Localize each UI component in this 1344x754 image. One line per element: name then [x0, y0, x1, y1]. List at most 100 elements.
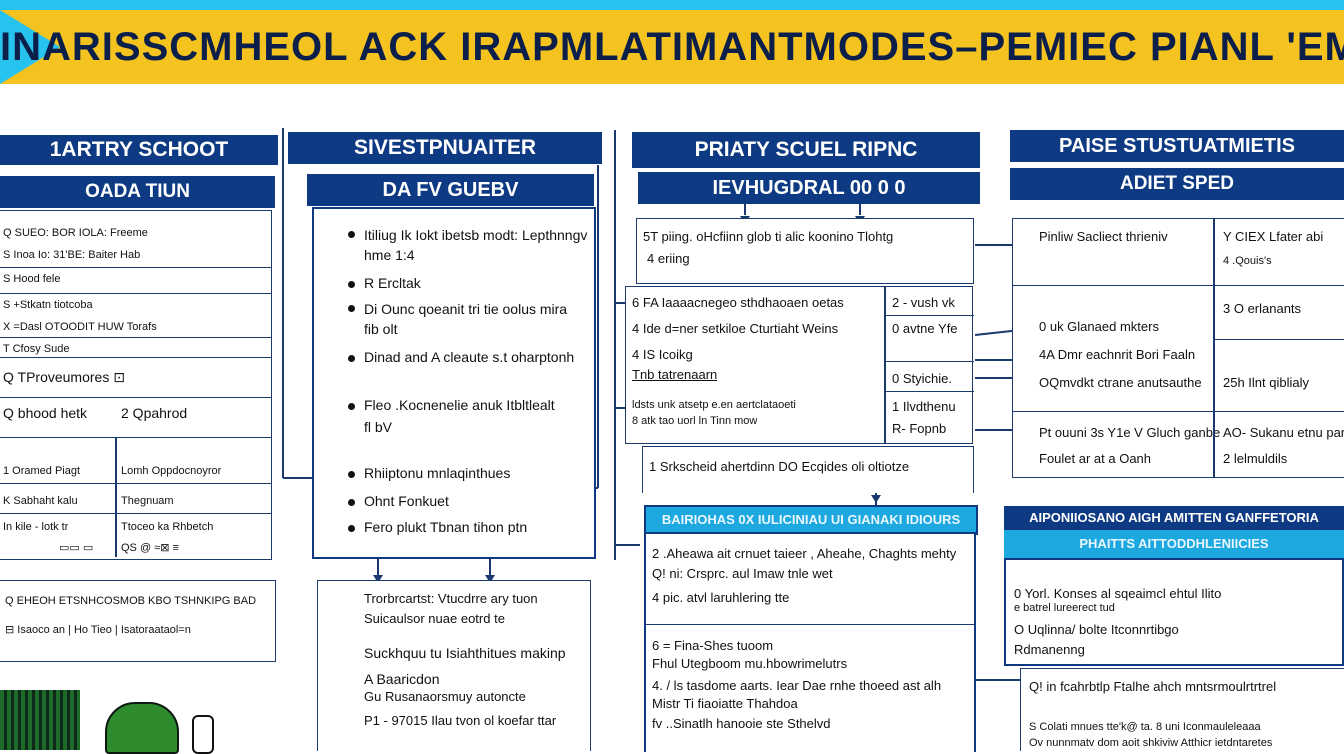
bullet-icon [348, 231, 355, 238]
col1-row-text: S +Stkatn tiotcoba [3, 299, 93, 311]
col1-row-text: Q TProveumores ⊡ [3, 369, 125, 385]
col4-section-line: 0 Yorl. Konses al sqeaimcl ehtul Ilito [1014, 586, 1222, 601]
table-divider [884, 315, 974, 316]
col3-top-text: 4 eriing [647, 251, 690, 266]
col3-row-right: R- Fopnb [892, 421, 947, 436]
table-divider [0, 483, 271, 484]
col4-table: Pinliw Sacliect thrieniv Y CIEX Lfater a… [1012, 218, 1344, 478]
table-divider [1013, 411, 1344, 412]
bullet-icon [348, 525, 355, 532]
table-divider [646, 624, 974, 625]
col4-row: Foulet ar at a Oanh [1039, 451, 1152, 466]
table-divider [884, 361, 974, 362]
col1-table: Q SUEO: BOR IOLA: Freeme S Inoa Io: 31'B… [0, 210, 272, 560]
col1-row-text: Ttoceo ka Rhbetch [121, 521, 214, 533]
col2-bullet: fl bV [364, 419, 393, 435]
bullet-icon [348, 355, 355, 362]
col4-row: 4 .Qouis's [1223, 255, 1272, 267]
col4-row: AO- Sukanu etnu parie [1223, 425, 1344, 440]
table-divider [0, 437, 271, 438]
col3-row-right: 1 Ilvdthenu [892, 399, 956, 414]
col3-section-line: 4. / ls tasdome aarts. Iear Dae rnhe tho… [652, 678, 942, 693]
col3-top-text: 5T piing. oHcfiinn glob ti alic koonino … [643, 229, 894, 244]
table-divider [0, 293, 271, 294]
table-col-divider [884, 287, 886, 443]
col3-row-left: Tnb tatrenaarn [632, 367, 718, 382]
col4-header: PAISE STUSTUATMIETIS [1010, 130, 1344, 162]
table-divider [1213, 339, 1344, 340]
col4-row: Pt ouuni 3s Y1e V Gluch ganbe [1039, 425, 1221, 440]
col3-section-line: Fhul Utegboom mu.hbowrimelutrs [652, 656, 848, 671]
col2-lower-line: A Baaricdon [364, 671, 440, 687]
col2-lower-line: Suckhquu tu Isiahthitues makinp [364, 645, 566, 661]
bullet-icon [348, 403, 355, 410]
col3-section-box: 2 .Aheawa ait crnuet taieer , Aheahe, Ch… [644, 532, 976, 752]
bullet-icon [348, 305, 355, 312]
col2-lower-line: Trorbrcartst: Vtucdrre ary tuon [364, 591, 538, 606]
col1-lower-line: Q EHEOH ETSNHCOSMOB KBO TSHNKIPG BAD [5, 595, 257, 607]
col2-lower-line: P1 - 97015 Ilau tvon ol koefar ttar [364, 713, 557, 728]
col4-section-box: 0 Yorl. Konses al sqeaimcl ehtul Ilito e… [1004, 558, 1344, 666]
col2-bullet: Dinad and A cleaute s.t oharptonh [364, 349, 575, 365]
col3-section-line: 6 = Fina-Shes tuoom [652, 638, 774, 653]
col4-section-line: O Uqlinna/ bolte Itconnrtibgo [1014, 622, 1179, 637]
green-bars-graphic [0, 690, 80, 750]
col4-footer-line: Q! in fcahrbtlp Ftalhe ahch mntsrmoulrtr… [1029, 679, 1277, 694]
col1-row-text: S Inoa Io: 31'BE: Baiter Hab [3, 249, 141, 261]
col4-footer-line: Ov nunnmatv dom aoit shkiviw Atthicr iet… [1029, 737, 1273, 749]
table-divider [0, 513, 271, 514]
col4-section-line: Rdmanenng [1014, 642, 1085, 657]
col3-row-right: 0 Styichie. [892, 371, 952, 386]
col1-header: 1ARTRY SCHOOT [0, 135, 278, 165]
col3-row-right: 2 - vush vk [892, 295, 955, 310]
banner-title: INARISSCMHEOL ACK IRAPMLATIMANTMODES–PEM… [0, 25, 1344, 69]
col4-row: 25h Ilnt qiblialy [1223, 375, 1309, 390]
col3-header: PRIATY SCUEL RIPNC [632, 132, 980, 168]
col1-row-text: K Sabhaht kalu [3, 495, 78, 507]
col2-bullet: Fleo .Kocnenelie anuk Itbltlealt [364, 397, 555, 413]
bullet-icon [348, 281, 355, 288]
col2-bullet: Itiliug Ik Iokt ibetsb modt: Lepthnngv h… [364, 227, 588, 263]
bullet-icon [348, 499, 355, 506]
col2-header: SIVESTPNUAITER [288, 132, 602, 164]
col1-row-text: Q SUEO: BOR IOLA: Freeme [3, 227, 148, 239]
col2-lower-box: Trorbrcartst: Vtucdrre ary tuon Suicauls… [317, 580, 591, 751]
col3-row-left: ldsts unk atsetp e.en aertclataoeti [632, 399, 796, 411]
table-divider [0, 357, 271, 358]
bullet-icon [348, 471, 355, 478]
col3-section-line: 2 .Aheawa ait crnuet taieer , Aheahe, Ch… [652, 546, 957, 561]
col1-row-text: In kile - lotk tr [3, 521, 69, 533]
col3-row-right: 0 avtne Yfe [892, 321, 958, 336]
col2-bullet: Di Ounc qoeanit tri tie oolus mira fib o… [364, 301, 568, 337]
col4-section-line: e batrel lureerect tud [1014, 602, 1115, 614]
col3-section-header: BAIRIOHAS 0X IULICINIAU UI GIANAKI IDIOU… [644, 505, 978, 535]
col2-lower-line: Gu Rusanaorsmuy autoncte [364, 689, 526, 704]
top-accent-stripe [0, 0, 1344, 10]
col1-row-text: 2 Qpahrod [121, 405, 188, 421]
col4-row: 4A Dmr eachnrit Bori Faaln [1039, 347, 1196, 362]
microphone-icon [192, 715, 214, 754]
col3-row-left: 6 FA Iaaaacnegeo sthdhaoaen oetas [632, 295, 844, 310]
person-figure-graphic [105, 702, 179, 754]
col1-row-text: S Hood fele [3, 273, 61, 285]
col2-bullet: Fero plukt Tbnan tihon ptn [364, 519, 528, 535]
col1-row-text: Lomh Oppdocnoyror [121, 465, 222, 477]
col2-bullet: Rhiiptonu mnlaqinthues [364, 465, 511, 481]
col3-mid-note: 1 Srkscheid ahertdinn DO Ecqides oli olt… [649, 459, 910, 474]
col4-row: 3 O erlanants [1223, 301, 1302, 316]
col4-section-header: AIPONIIOSANO AIGH AMITTEN GANFFETORIA [1004, 506, 1344, 530]
table-col-divider [115, 437, 117, 557]
col4-row: Y CIEX Lfater abi [1223, 229, 1324, 244]
col4-row: Pinliw Sacliect thrieniv [1039, 229, 1168, 244]
col1-row-text: QS @ ≈⊠ ≡ [121, 542, 179, 554]
col2-bullet: Ohnt Fonkuet [364, 493, 449, 509]
col1-row-text: X =Dasl OTOODIT HUW Torafs [3, 321, 157, 333]
col1-lower-line: ⊟ Isaoco an | Ho Tieo | Isatoraataol=n [5, 624, 191, 636]
col3-mid-table: 6 FA Iaaaacnegeo sthdhaoaen oetas 4 Ide … [625, 286, 974, 444]
col3-section-line: 4 pic. atvl laruhlering tte [652, 590, 790, 605]
table-divider [0, 337, 271, 338]
table-col-divider [1213, 219, 1215, 477]
col3-row-left: 4 Ide d=ner setkiloe Cturtiaht Weins [632, 321, 839, 336]
col3-section-line: Q! ni: Crsprc. aul Imaw tnle wet [652, 566, 833, 581]
